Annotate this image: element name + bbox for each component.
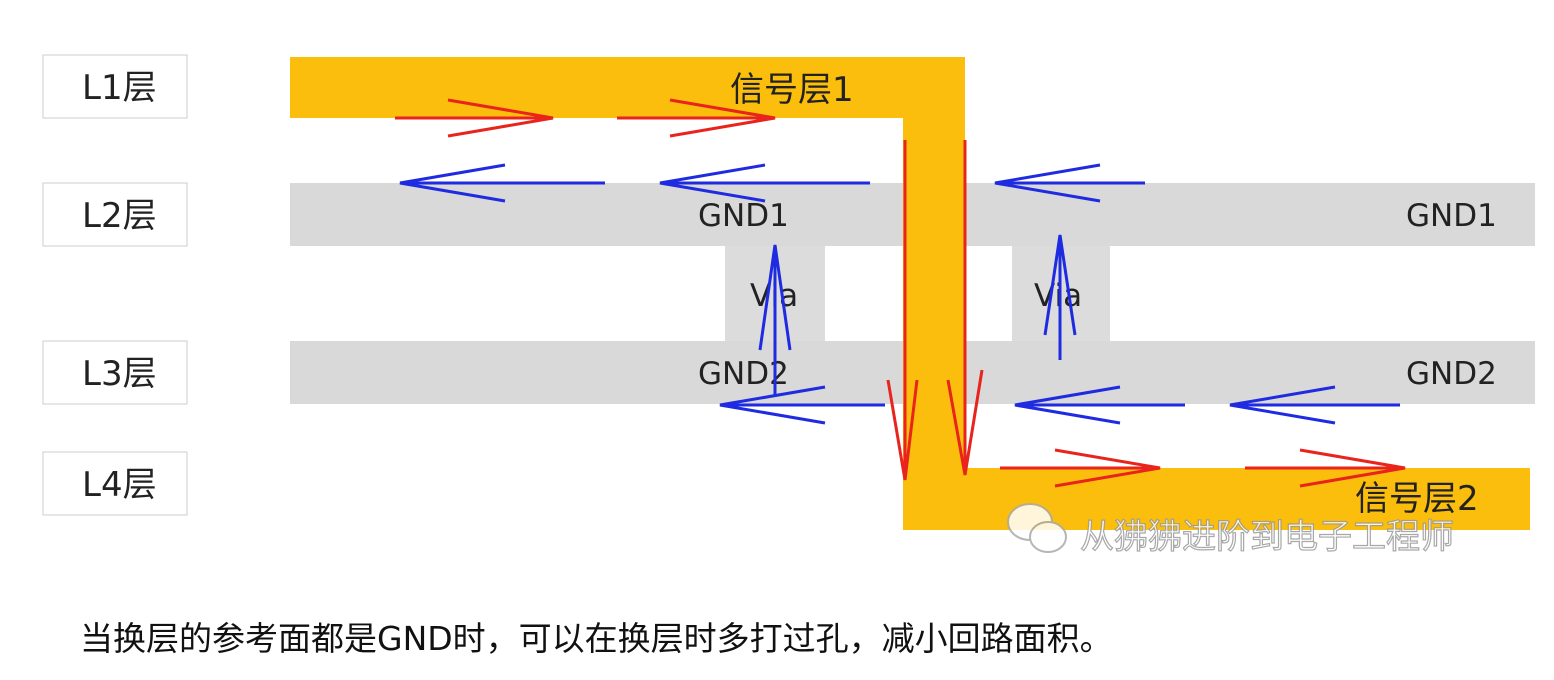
svg-text:从狒狒进阶到电子工程师: 从狒狒进阶到电子工程师 [1080,517,1454,557]
signal2-label: 信号层2 [1355,479,1479,519]
blue-arrow [994,163,1145,203]
forward-current-arrows [395,98,1406,488]
red-arrow [395,98,554,138]
red-arrow [1000,448,1161,488]
return-current-arrows [399,163,1400,425]
red-arrow [1245,448,1406,488]
signal-via [903,57,965,530]
red-arrow [886,140,919,481]
blue-arrow [1229,385,1400,425]
blue-arrow [659,163,870,203]
signal1-label: 信号层1 [730,70,854,110]
layer-label-l3: L3层 [42,340,188,405]
signal-layer-1 [290,57,965,118]
layer-label-l4: L4层 [42,451,188,516]
gnd1-label-right: GND1 [1406,198,1497,234]
svg-text:L3层: L3层 [82,354,157,394]
svg-text:L4层: L4层 [82,465,157,505]
gnd1-label-left: GND1 [698,198,789,234]
blue-arrow [399,163,605,203]
red-arrow [946,140,984,476]
caption: 当换层的参考面都是GND时，可以在换层时多打过孔，减小回路面积。 [80,619,1113,658]
svg-text:L2层: L2层 [82,196,157,236]
wechat-icon [1007,503,1067,553]
svg-text:L1层: L1层 [82,68,157,108]
blue-arrow [1043,234,1077,360]
watermark: 从狒狒进阶到电子工程师 [1007,503,1455,558]
blue-arrow [719,385,885,425]
blue-arrow [758,244,792,395]
gnd2-label-right: GND2 [1406,356,1497,392]
blue-arrow [1014,385,1185,425]
red-arrow [617,98,776,138]
layer-label-l1: L1层 [42,54,188,119]
via-label-right: Via [1034,278,1082,314]
layer-label-l2: L2层 [42,182,188,247]
